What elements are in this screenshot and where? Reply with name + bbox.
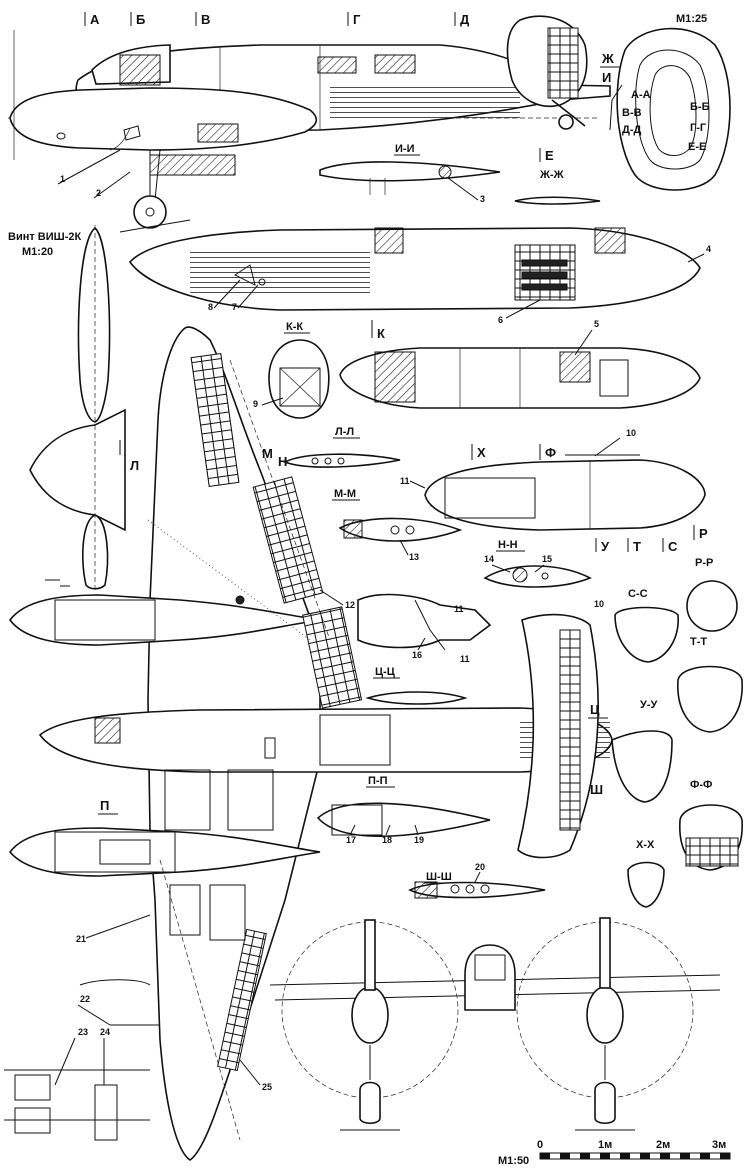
svg-text:К-К: К-К — [286, 321, 303, 333]
callout-22: 22 — [80, 994, 90, 1004]
callout-17: 17 — [346, 835, 356, 845]
section-marker-d: Д — [460, 12, 470, 27]
svg-text:Ф-Ф: Ф-Ф — [690, 779, 712, 791]
callout-8: 8 — [208, 302, 213, 312]
callout-3: 3 — [480, 194, 485, 204]
svg-text:Л-Л: Л-Л — [335, 426, 354, 438]
callout-1: 1 — [60, 174, 65, 184]
svg-text:Ш-Ш: Ш-Ш — [426, 871, 452, 883]
scale-bar: М1:50 0 1м 2м 3м — [498, 1139, 731, 1167]
section-marker-u: У — [601, 539, 610, 554]
section-marker-a: А — [90, 12, 100, 27]
callout-labels: 1 2 3 4 5 6 7 8 9 10 10 11 11 11 12 13 1… — [54, 149, 711, 1092]
callout-5: 5 — [594, 319, 599, 329]
section-marker-p: П — [100, 798, 109, 813]
callout-21: 21 — [76, 934, 86, 944]
callout-10a: 10 — [626, 428, 636, 438]
section-marker-i: И — [602, 70, 611, 85]
svg-text:Т-Т: Т-Т — [690, 636, 707, 648]
scale-tick-3: 3м — [712, 1139, 726, 1151]
section-label-gg: Г-Г — [690, 122, 707, 134]
section-marker-g: Г — [353, 12, 361, 27]
callout-13: 13 — [409, 552, 419, 562]
sections-right-column: У Т С Р Р-Р С-С Т-Т У-У Ф-Ф Х-Х — [595, 525, 743, 908]
callout-11a: 11 — [400, 476, 410, 486]
fuselage-top-view — [128, 227, 701, 311]
section-marker-t: Т — [633, 539, 641, 554]
section-marker-k: К — [377, 326, 385, 341]
callout-10b: 10 — [594, 599, 604, 609]
svg-text:Н-Н: Н-Н — [498, 539, 518, 551]
callout-24: 24 — [100, 1027, 110, 1037]
plan-view — [4, 326, 613, 1161]
section-markers-top: А Б В Г Д Ж И Е — [84, 12, 620, 163]
section-label-zhzh: Ж-Ж — [539, 169, 564, 181]
section-marker-e: Е — [545, 148, 554, 163]
section-marker-s: С — [668, 539, 678, 554]
section-label-bb: Б-Б — [690, 101, 710, 113]
section-kk: К-К К — [268, 320, 385, 419]
scale-bar-label: М1:50 — [498, 1155, 529, 1167]
svg-text:У-У: У-У — [640, 699, 658, 711]
svg-text:Х-Х: Х-Х — [636, 839, 655, 851]
svg-text:П-П: П-П — [368, 775, 388, 787]
section-label-aa: А-А — [631, 89, 651, 101]
svg-text:М-М: М-М — [334, 488, 356, 500]
callout-19: 19 — [414, 835, 424, 845]
callout-25: 25 — [262, 1082, 272, 1092]
section-label-vv: В-В — [622, 107, 642, 119]
callout-12: 12 — [345, 600, 355, 610]
svg-text:И-И: И-И — [395, 143, 415, 155]
scale-top-label: М1:25 — [676, 13, 707, 25]
section-marker-n: Н — [278, 454, 287, 469]
scale-tick-2: 2м — [656, 1139, 670, 1151]
section-marker-v: В — [201, 12, 210, 27]
callout-4: 4 — [706, 244, 711, 254]
callout-11c: 11 — [460, 654, 470, 664]
section-marker-m: М — [262, 446, 273, 461]
svg-text:С-С: С-С — [628, 588, 648, 600]
propeller-view: Винт ВИШ-2К М1:20 Л — [8, 225, 139, 590]
callout-11b: 11 — [454, 604, 464, 614]
fuselage-lower-view — [339, 347, 701, 409]
front-view — [269, 917, 721, 1131]
section-label-dd: Д-Д — [622, 124, 641, 136]
section-marker-ts: Ц — [590, 702, 600, 717]
callout-9: 9 — [253, 399, 258, 409]
sections-ts-p-sh: Ц-Ц Ц Ш П П-П Ш-Ш — [98, 593, 608, 899]
svg-text:Р-Р: Р-Р — [695, 557, 713, 569]
callout-2: 2 — [96, 188, 101, 198]
fuselage-cross-sections: М1:25 А-А В-В Д-Д Б-Б Г-Г Е-Е — [609, 13, 731, 191]
svg-text:Ц-Ц: Ц-Ц — [375, 666, 395, 678]
section-marker-r: Р — [699, 526, 708, 541]
section-marker-kh: Х — [477, 445, 486, 460]
section-marker-l: Л — [130, 458, 139, 473]
callout-18: 18 — [382, 835, 392, 845]
wing-sections-lmn: Л-Л М-М Н-Н М Н — [262, 426, 592, 588]
section-marker-sh: Ш — [590, 782, 603, 797]
tail-cone-view: Х Ф — [424, 444, 706, 531]
side-view — [8, 15, 611, 233]
section-label-ee: Е-Е — [688, 141, 706, 153]
propeller-title: Винт ВИШ-2К — [8, 231, 81, 243]
callout-15: 15 — [542, 554, 552, 564]
section-marker-f: Ф — [545, 445, 556, 460]
callout-16: 16 — [412, 650, 422, 660]
callout-6: 6 — [498, 315, 503, 325]
section-marker-zh: Ж — [601, 51, 614, 66]
section-ii: И-И Ж-Ж — [319, 143, 601, 205]
propeller-scale: М1:20 — [22, 246, 53, 258]
callout-14: 14 — [484, 554, 494, 564]
callout-7: 7 — [232, 302, 237, 312]
section-marker-b: Б — [136, 12, 145, 27]
scale-tick-1: 1м — [598, 1139, 612, 1151]
scale-tick-0: 0 — [537, 1139, 543, 1151]
callout-20: 20 — [475, 862, 485, 872]
callout-23: 23 — [78, 1027, 88, 1037]
